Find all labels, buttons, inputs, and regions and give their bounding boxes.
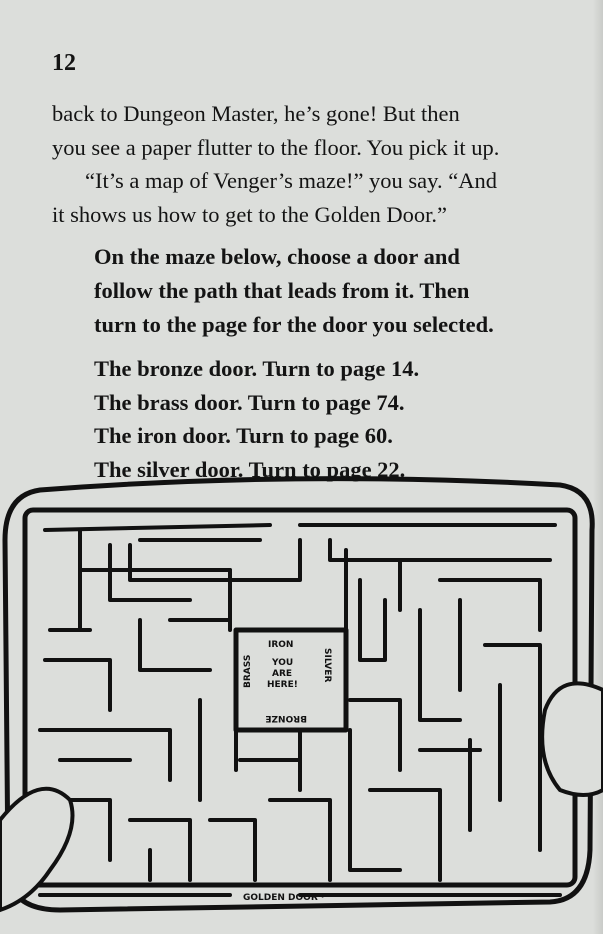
brass-door-label[interactable]: BRASS [243, 655, 253, 688]
instruction-line: On the maze below, choose a door and [94, 244, 460, 269]
story-line: it shows us how to get to the Golden Doo… [52, 201, 447, 227]
you-are-here-line: YOU [271, 658, 293, 668]
center-chamber [233, 627, 349, 733]
you-are-here-line: ARE [272, 669, 292, 679]
choice-iron[interactable]: The iron door. Turn to page 60. [94, 423, 393, 449]
page-edge-shadow [593, 0, 603, 934]
page-number: 12 [52, 50, 76, 76]
right-thumb-icon [540, 681, 603, 797]
silver-door-label[interactable]: SILVER [322, 648, 332, 682]
you-are-here-line: HERE! [267, 680, 298, 690]
story-paragraph: back to Dungeon Master, he’s gone! But t… [52, 97, 499, 231]
story-line: “It’s a map of Venger’s maze!” you say. … [85, 168, 497, 194]
hand-icons [0, 681, 603, 913]
instruction-line: turn to the page for the door you select… [94, 312, 494, 337]
choice-list: The bronze door. Turn to page 14. The br… [94, 352, 419, 486]
maze-labels: IRON YOU ARE HERE! BRASS SILVER BRONZE G… [243, 640, 332, 903]
choice-brass[interactable]: The brass door. Turn to page 74. [94, 389, 405, 415]
choice-bronze[interactable]: The bronze door. Turn to page 14. [94, 356, 420, 381]
instruction-line: follow the path that leads from it. Then [94, 278, 470, 303]
story-line: you see a paper flutter to the floor. Yo… [52, 134, 500, 160]
left-thumb-icon [0, 786, 75, 913]
story-line: back to Dungeon Master, he’s gone! But t… [52, 101, 460, 126]
bronze-door-label[interactable]: BRONZE [265, 713, 307, 723]
maze-illustration: IRON YOU ARE HERE! BRASS SILVER BRONZE G… [0, 476, 603, 913]
instructions: On the maze below, choose a door and fol… [94, 240, 494, 342]
golden-door-label[interactable]: GOLDEN DOOR · [243, 893, 324, 903]
iron-door-label[interactable]: IRON [268, 640, 293, 650]
